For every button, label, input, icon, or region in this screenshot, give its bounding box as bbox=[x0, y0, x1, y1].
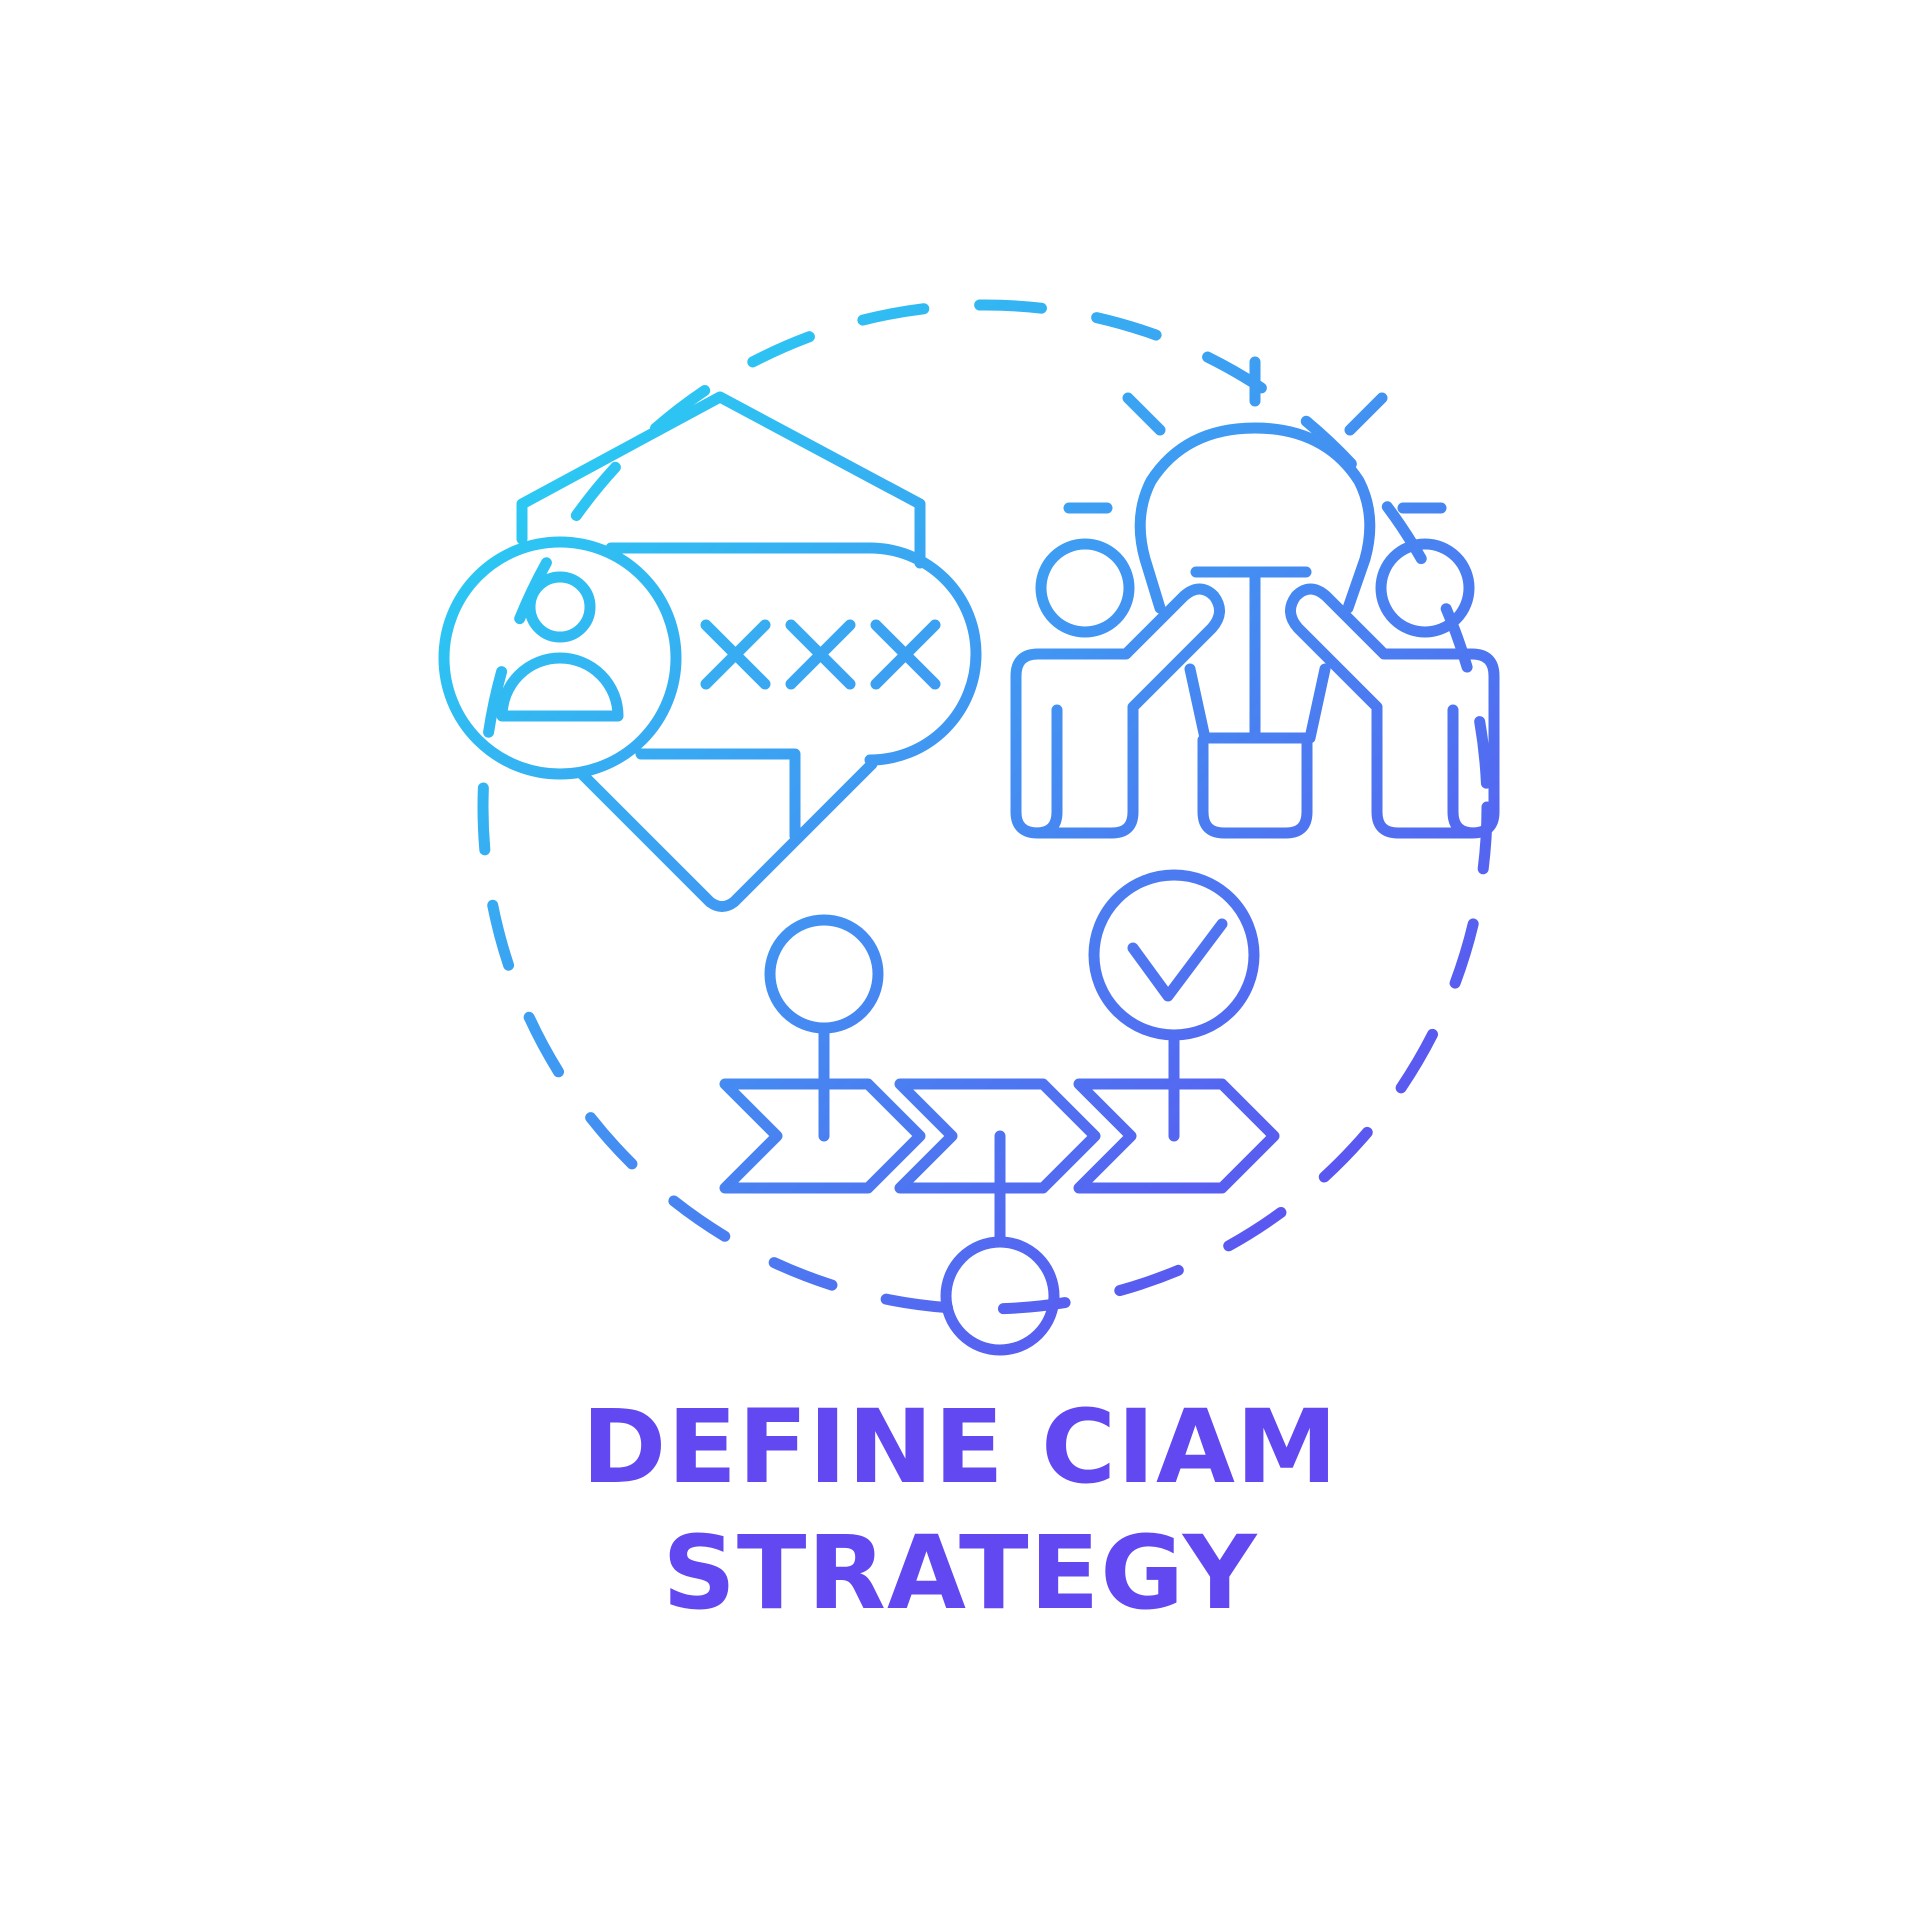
user-avatar-icon bbox=[438, 536, 682, 780]
caption-line-1: DEFINE CIAM bbox=[581, 1388, 1339, 1507]
caption-line-2: STRATEGY bbox=[662, 1514, 1258, 1633]
password-mask-icon bbox=[700, 542, 982, 766]
dashed-ring bbox=[477, 299, 1493, 1315]
process-flow-icon bbox=[719, 869, 1280, 1356]
team-people-icon bbox=[1010, 538, 1500, 839]
checkmark-icon bbox=[1127, 918, 1228, 1002]
lightbulb-icon bbox=[1063, 356, 1447, 839]
envelope-icon bbox=[516, 391, 926, 912]
